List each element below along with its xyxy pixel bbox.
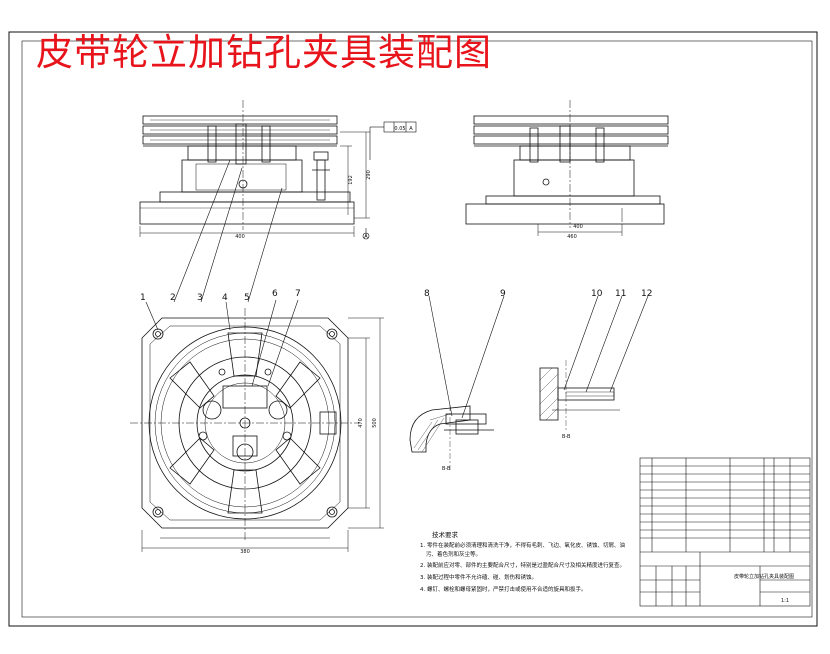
tech-note-line-5: 4. 螺钉、螺栓和螺母紧固时，严禁打击或使用不合适的旋具和扳手。 [420, 587, 587, 593]
front-view [139, 100, 417, 240]
leader-lines [145, 159, 649, 419]
part-label-8: 8 [424, 289, 430, 299]
part-label-4: 4 [222, 293, 228, 303]
plan-height-dim-2: 500 [372, 418, 378, 428]
part-label-11: 11 [615, 289, 626, 299]
tolerance-value: 0.05 [394, 126, 405, 132]
side-view [465, 100, 669, 236]
side-width-dim: 460 [567, 234, 577, 240]
part-label-1: 1 [140, 293, 146, 303]
front-height-dim-2: 290 [366, 170, 372, 180]
part-label-10: 10 [591, 289, 603, 299]
front-height-dim-1: 192 [348, 175, 354, 185]
front-width-dim: 400 [235, 234, 245, 240]
tolerance-datum: A [409, 126, 413, 132]
plan-view [130, 308, 384, 552]
title-block-drawing-name: 皮带轮立加钻孔夹具装配图 [734, 573, 794, 580]
tech-note-line-2: 污、着色剂和灰尘等。 [426, 552, 482, 558]
drawing-title: 皮带轮立加钻孔夹具装配图 [36, 31, 492, 74]
sheet-inner-border [21, 40, 813, 618]
part-label-9: 9 [500, 289, 506, 299]
part-label-6: 6 [272, 289, 278, 299]
part-labels: 1 2 3 4 5 6 7 8 9 10 11 12 [140, 289, 652, 303]
plan-width-dim: 380 [240, 549, 250, 555]
part-label-2: 2 [170, 293, 176, 303]
tech-note-line-1: 1. 零件在装配前必须清理和清洗干净，不得有毛刺、飞边、氧化皮、锈蚀、切屑、油 [420, 543, 625, 549]
side-dim: 400 [573, 224, 583, 230]
sheet-border [8, 31, 818, 627]
plan-height-dim-1: 470 [358, 418, 364, 428]
detail-view-left [409, 405, 494, 470]
detail-view-right [539, 360, 620, 430]
title-block [639, 457, 811, 607]
part-label-5: 5 [244, 293, 250, 303]
datum-symbol: A [364, 234, 368, 240]
part-label-12: 12 [641, 289, 652, 299]
part-label-3: 3 [197, 293, 203, 303]
tech-note-line-4: 3. 装配过程中零件不允许磕、碰、划伤和锈蚀。 [420, 575, 537, 581]
tech-notes-heading: 技术要求 [432, 531, 458, 539]
detail-label-left: B-B [442, 466, 451, 472]
title-block-scale: 1:1 [781, 598, 789, 604]
detail-label-right: B-B [562, 434, 571, 440]
tech-note-line-3: 2. 装配前应对零、部件的主要配合尺寸，特别是过盈配合尺寸及相关精度进行复查。 [420, 563, 625, 569]
part-label-7: 7 [295, 289, 301, 299]
